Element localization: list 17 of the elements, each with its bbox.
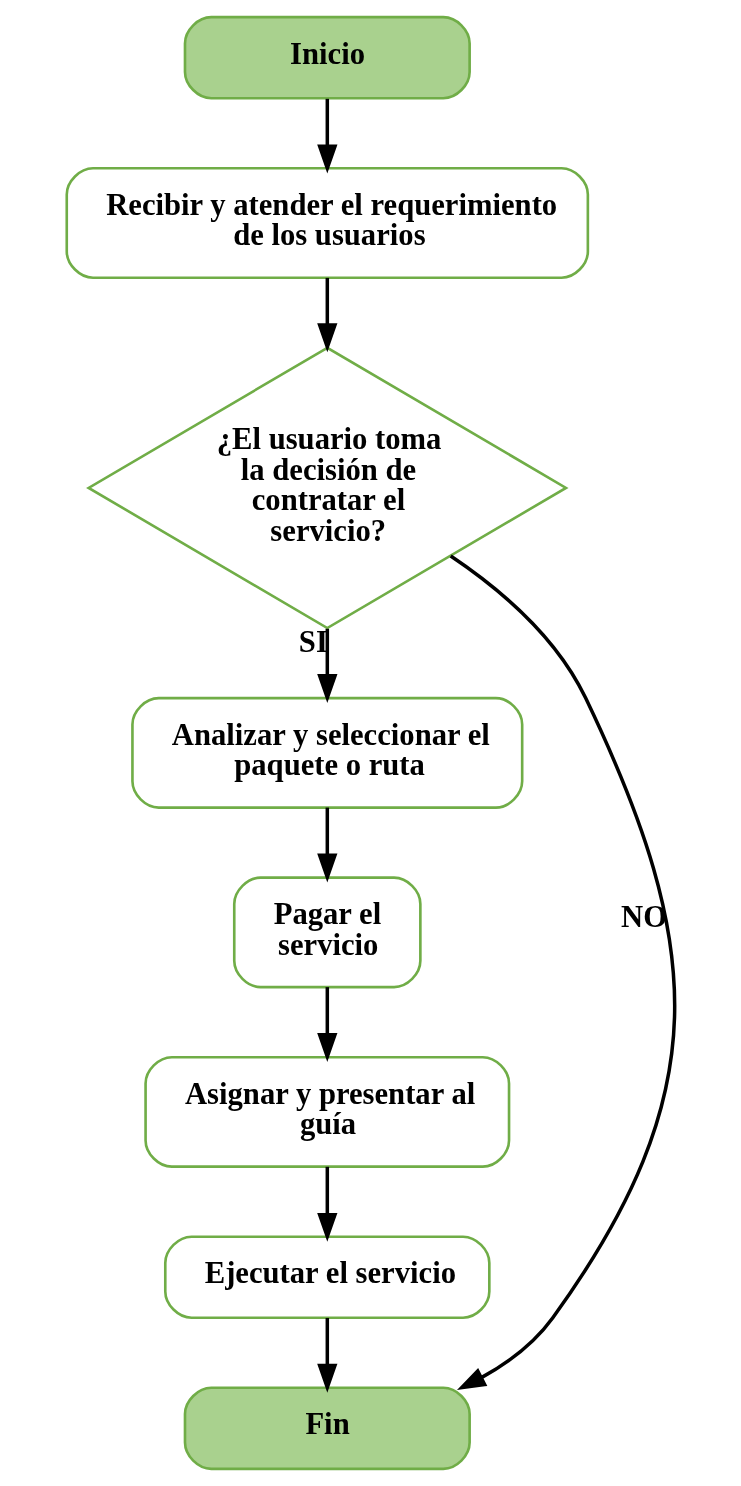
arrow — [316, 1166, 337, 1242]
node-box: Recibir y atender el requerimiento de los usuarios — [64, 166, 589, 280]
arrow — [316, 277, 337, 353]
arrow — [316, 807, 337, 883]
arrow — [316, 987, 337, 1062]
node-box: Inicio — [183, 15, 471, 100]
arrow — [449, 554, 676, 1391]
node-box: Asignar y presentar al guía — [143, 1055, 510, 1168]
node-box: Ejecutar el servicio — [163, 1235, 491, 1320]
arrow — [316, 1317, 337, 1393]
node-box: Fin — [183, 1386, 471, 1471]
arrow — [316, 628, 337, 703]
node-box: Pagar el servicio — [232, 876, 422, 989]
node-box: Analizar y seleccionar el paquete o ruta — [130, 696, 523, 809]
edge-label: NO — [620, 900, 667, 935]
node-diamond: ¿El usuario toma la decisión de contratar el servicio? — [85, 346, 569, 630]
arrow — [316, 98, 337, 174]
